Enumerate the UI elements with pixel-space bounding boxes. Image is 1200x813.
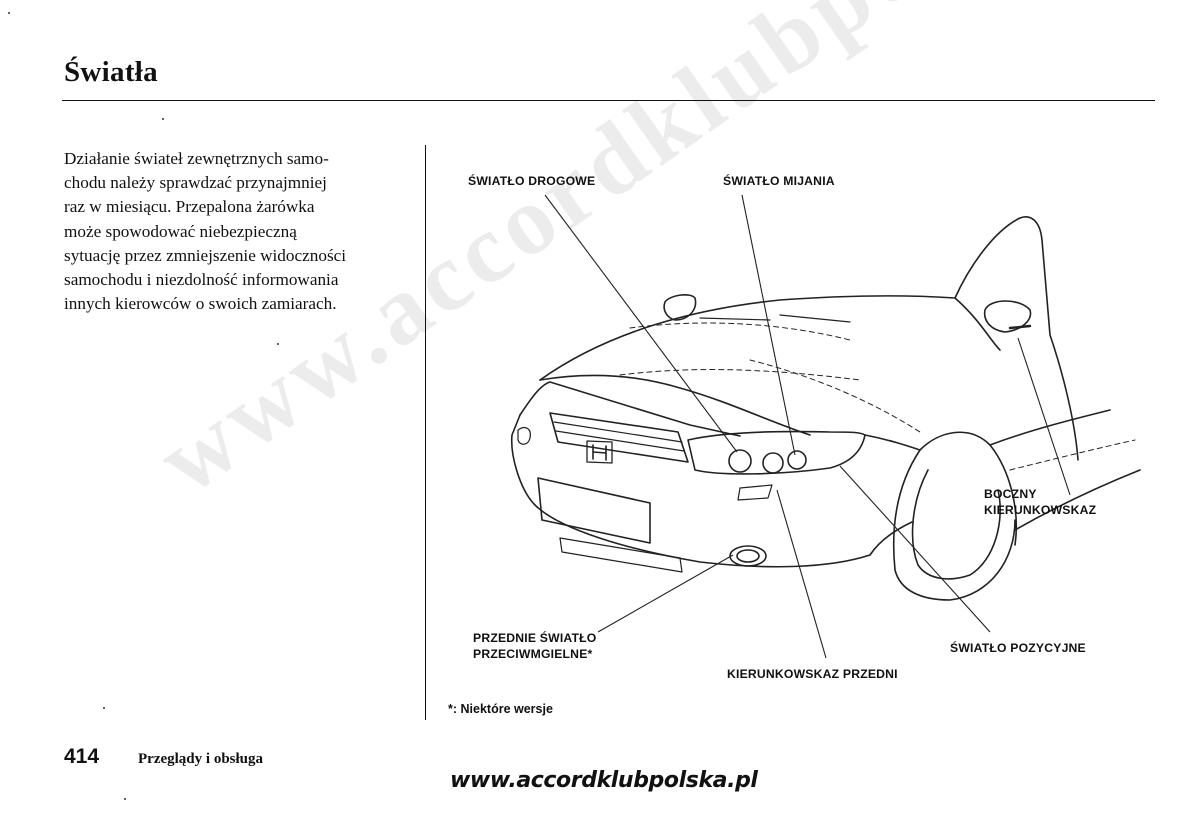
footer-url: www.accordklubpolska.pl xyxy=(450,768,758,793)
label-text: ŚWIATŁO POZYCYJNE xyxy=(950,641,1086,657)
scan-dot xyxy=(8,12,10,14)
section-name: Przeglądy i obsługa xyxy=(138,751,263,768)
label-text: KIERUNKOWSKAZ xyxy=(984,503,1096,519)
body-line: Działanie świateł zewnętrznych samo- xyxy=(64,147,409,171)
scan-dot xyxy=(124,798,126,800)
body-line: raz w miesiącu. Przepalona żarówka xyxy=(64,195,409,219)
figure-footnote: *: Niektóre wersje xyxy=(448,702,553,716)
body-paragraph: Działanie świateł zewnętrznych samo- cho… xyxy=(64,147,409,316)
label-side-turn-signal: BOCZNY KIERUNKOWSKAZ xyxy=(984,487,1096,518)
scan-dot xyxy=(103,707,105,709)
label-text: BOCZNY xyxy=(984,487,1096,503)
scan-dot xyxy=(277,343,279,345)
page-number: 414 xyxy=(64,745,99,769)
car-illustration xyxy=(450,170,1155,650)
body-line: samochodu i niezdolność informowania xyxy=(64,268,409,292)
label-fog-light: PRZEDNIE ŚWIATŁO PRZECIWMGIELNE* xyxy=(473,631,597,662)
label-text: PRZEDNIE ŚWIATŁO xyxy=(473,631,597,647)
label-front-turn-signal: KIERUNKOWSKAZ PRZEDNI xyxy=(727,667,898,683)
label-text: KIERUNKOWSKAZ PRZEDNI xyxy=(727,667,898,683)
body-line: innych kierowców o swoich zamiarach. xyxy=(64,292,409,316)
page-title: Światła xyxy=(64,56,158,89)
label-high-beam: ŚWIATŁO DROGOWE xyxy=(468,174,595,190)
label-text: ŚWIATŁO DROGOWE xyxy=(468,174,595,190)
body-line: chodu należy sprawdzać przynajmniej xyxy=(64,171,409,195)
label-text: ŚWIATŁO MIJANIA xyxy=(723,174,835,190)
scan-dot xyxy=(162,118,164,120)
body-line: sytuację przez zmniejszenie widoczności xyxy=(64,244,409,268)
label-position-light: ŚWIATŁO POZYCYJNE xyxy=(950,641,1086,657)
title-rule xyxy=(62,100,1155,101)
body-line: może spowodować niebezpieczną xyxy=(64,220,409,244)
label-text: PRZECIWMGIELNE* xyxy=(473,647,597,663)
column-divider xyxy=(425,145,426,720)
label-low-beam: ŚWIATŁO MIJANIA xyxy=(723,174,835,190)
